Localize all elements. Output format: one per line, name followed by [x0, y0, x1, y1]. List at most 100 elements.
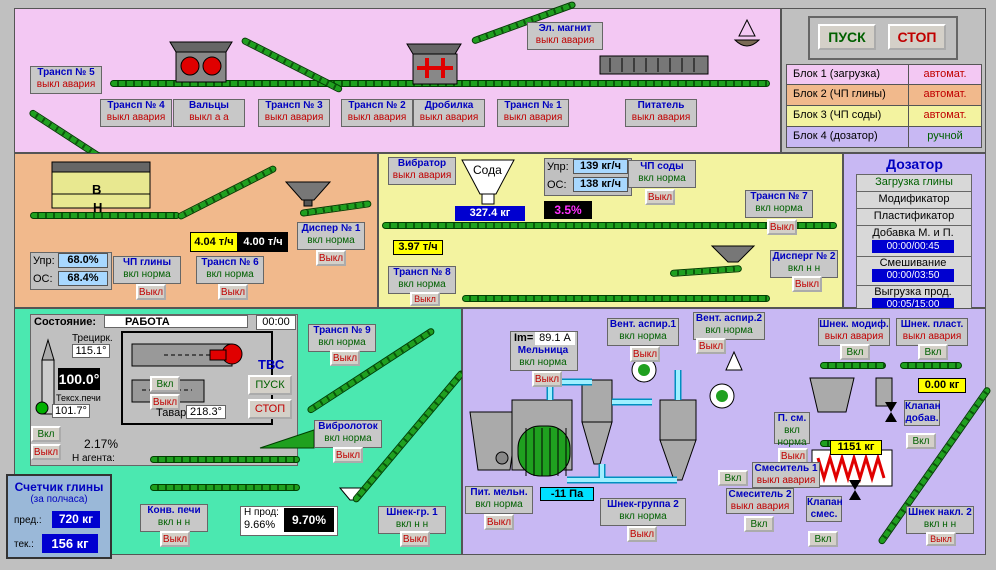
clay-rate-1: 4.04 т/ч: [190, 232, 238, 252]
vibrochute-off-button[interactable]: Выкл: [333, 447, 363, 463]
plasticizer-auger-status: выкл авария: [902, 331, 962, 342]
auger-group1-status: вкл н н: [395, 519, 429, 530]
counter-title: Счетчик глины: [14, 480, 104, 494]
incline2-auger-off-button[interactable]: Выкл: [926, 532, 956, 546]
chp-clay-off-button[interactable]: Выкл: [136, 284, 166, 300]
mill-off-button[interactable]: Выкл: [532, 371, 562, 387]
clay-rate-2: 4.00 т/ч: [238, 232, 288, 252]
trans8-status: вкл норма: [398, 279, 446, 290]
trans9-status: вкл норма: [318, 337, 366, 348]
magnet-icon: [733, 18, 761, 47]
block2-mode[interactable]: автомат.: [923, 88, 967, 100]
block3-mode[interactable]: автомат.: [923, 109, 967, 121]
tretsirk-label: Трецирк.: [72, 333, 113, 344]
tvs-stop-button[interactable]: СТОП: [248, 399, 292, 419]
trans1-title: Трансп № 1: [504, 100, 562, 111]
incline2-auger-title: Шнек накл. 2: [908, 507, 972, 518]
bunker-top-label: В: [92, 182, 102, 197]
trans2-status: выкл авария: [347, 112, 407, 123]
trans8-off-button[interactable]: Выкл: [410, 292, 440, 306]
vent1-label: Вент. аспир.1 вкл норма: [607, 318, 679, 346]
dozator-item-plasticizer[interactable]: Пластификатор: [856, 208, 972, 226]
mill-equipment-icon: [469, 350, 893, 487]
tavar-label: Тавар: [156, 407, 187, 419]
trans7-off-button[interactable]: Выкл: [767, 219, 797, 235]
valve-mix-label: Клапан смес.: [806, 496, 843, 522]
auger-group2-off-button[interactable]: Выкл: [627, 526, 657, 542]
dozator-title: Дозатор: [886, 156, 943, 172]
texh-label: Тексх.печи: [56, 393, 101, 403]
block2-name: Блок 2 (ЧП глины): [787, 85, 909, 105]
mixer2-on-button[interactable]: Вкл: [744, 516, 774, 532]
agent-pct: 2.17%: [84, 437, 119, 451]
big-temp-value: 100.0°: [58, 368, 100, 390]
p-sm-status: вкл норма: [777, 425, 807, 448]
disp2-status: вкл н н: [787, 263, 821, 274]
block4-name: Блок 4 (дозатор): [787, 127, 909, 147]
modifier-auger-on-button[interactable]: Вкл: [840, 344, 870, 360]
trans9-off-button[interactable]: Выкл: [330, 350, 360, 366]
auger-group2-status: вкл норма: [619, 511, 667, 522]
soda-upr-label: Упр:: [547, 161, 569, 173]
chp-soda-title: ЧП соды: [640, 161, 684, 172]
vibrator-status: выкл авария: [392, 170, 452, 181]
feeder-icon: [599, 55, 709, 75]
auger-group2-title: Шнек-группа 2: [607, 499, 679, 510]
disp1-status: вкл норма: [307, 235, 355, 246]
valve-add-on-button[interactable]: Вкл: [906, 433, 936, 449]
crusher-status: выкл авария: [419, 112, 479, 123]
plasticizer-auger-on-button[interactable]: Вкл: [918, 344, 948, 360]
mill-feeder-off-button[interactable]: Выкл: [484, 514, 514, 530]
mixer1-on-button[interactable]: Вкл: [718, 470, 748, 486]
vent2-title: Вент. аспир.2: [695, 313, 763, 324]
tvs-start-button[interactable]: ПУСК: [248, 375, 292, 395]
auger-group1-title: Шнек-гр. 1: [386, 507, 438, 518]
block3-name: Блок 3 (ЧП соды): [787, 106, 909, 126]
trans6-status: вкл норма: [206, 269, 254, 280]
start-stop-frame: [808, 16, 958, 60]
disp2-off-button[interactable]: Выкл: [792, 276, 822, 292]
conveyor-furnace: [150, 456, 300, 463]
counter-pred-label: пред.:: [14, 515, 42, 526]
modifier-auger-title: Шнек. модиф.: [819, 319, 889, 330]
valve-mix-on-button[interactable]: Вкл: [808, 531, 838, 547]
block4-mode[interactable]: ручной: [927, 130, 963, 142]
kiln-conveyor-off-button[interactable]: Выкл: [160, 531, 190, 547]
start-button[interactable]: ПУСК: [818, 24, 876, 50]
trans5-status: выкл авария: [36, 79, 96, 90]
burner-off-button[interactable]: Выкл: [31, 444, 61, 460]
dozator-item-modifier[interactable]: Модификатор: [856, 191, 972, 209]
valve-mix-icon: [849, 480, 861, 500]
rolls-label: Вальцы выкл а а: [173, 99, 245, 127]
mill-status: вкл норма: [519, 357, 567, 368]
furnace-off-button[interactable]: Выкл: [150, 394, 180, 410]
trans4-title: Трансп № 4: [107, 100, 165, 111]
kiln-conveyor-status: вкл н н: [157, 517, 191, 528]
auger-group1-off-button[interactable]: Выкл: [400, 531, 430, 547]
trans6-off-button[interactable]: Выкл: [218, 284, 248, 300]
vent2-status: вкл норма: [705, 325, 753, 336]
plasticizer-auger-label: Шнек. пласт. выкл авария: [896, 318, 968, 346]
mill-feeder-title: Пит. мельн.: [470, 487, 528, 498]
stop-button[interactable]: СТОП: [888, 24, 946, 50]
trans5-title: Трансп № 5: [37, 67, 95, 78]
mill-feeder-label: Пит. мельн. вкл норма: [465, 486, 533, 514]
disp1-off-button[interactable]: Выкл: [316, 250, 346, 266]
block1-mode[interactable]: автомат.: [923, 68, 967, 80]
trans9-label: Трансп № 9 вкл норма: [308, 324, 376, 352]
chp-soda-label: ЧП соды вкл норма: [628, 160, 696, 188]
vent2-off-button[interactable]: Выкл: [696, 338, 726, 354]
clay-bunker-icon: [51, 161, 151, 209]
trans8-title: Трансп № 8: [393, 267, 451, 278]
disp1-label: Диспер № 1 вкл норма: [297, 222, 365, 250]
furnace-on-button[interactable]: Вкл: [150, 376, 180, 392]
dozator-item-clay[interactable]: Загрузка глины: [856, 174, 972, 192]
p-sm-label: П. см. вкл норма: [774, 412, 810, 448]
vent1-off-button[interactable]: Выкл: [630, 346, 660, 362]
counter-pred-value: 720 кг: [52, 511, 100, 528]
chp-soda-off-button[interactable]: Выкл: [645, 189, 675, 205]
nprod-value-1: 9.66%: [244, 519, 276, 531]
burner-on-button[interactable]: Вкл: [31, 426, 61, 442]
dozator-mix-time: 00:00/03:50: [872, 269, 954, 282]
magnet-label: Эл. магнит выкл авария: [527, 22, 603, 50]
